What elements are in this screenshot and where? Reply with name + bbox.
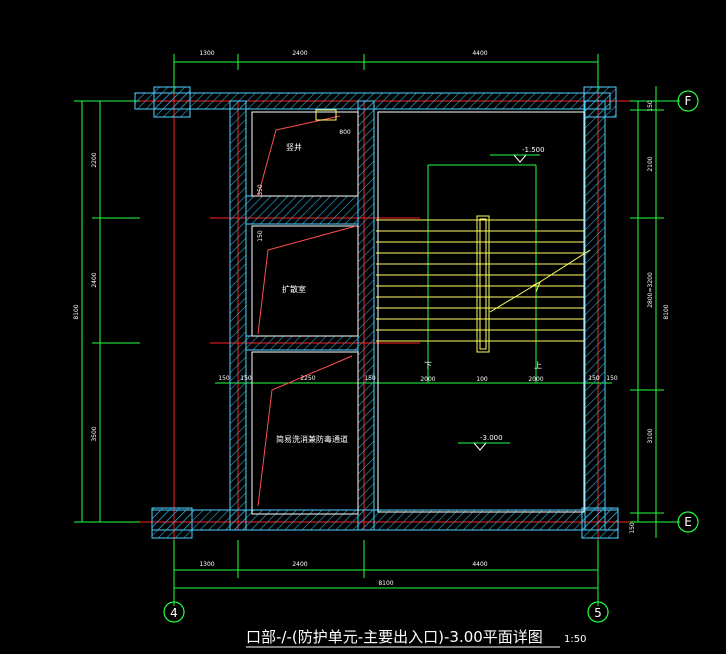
room-label-expansion: 扩散室	[282, 284, 306, 294]
drawing-title: 口部-/-(防护单元-主要出入口)-3.00平面详图	[246, 628, 543, 646]
axis-bubble-left	[163, 601, 185, 623]
axis-label-e: E	[684, 515, 692, 529]
level-upper: -1.500	[522, 146, 545, 154]
dim-mid-3: 2250	[300, 375, 315, 382]
dim-right-1: 150	[647, 100, 654, 112]
dim-right-3: 2800=3200	[647, 272, 654, 308]
dim-misc-150: 150	[257, 230, 264, 242]
drawing-scale: 1:50	[564, 634, 586, 645]
room-outlines	[251, 111, 585, 515]
shaft-opening	[315, 109, 337, 121]
dimension-lines	[74, 54, 680, 606]
dim-mid-4: 150	[364, 375, 376, 382]
axis-label-5: 5	[594, 606, 602, 620]
dim-mid-2: 150	[240, 375, 252, 382]
room-label-shaft: 竖井	[286, 142, 302, 152]
dim-left-total: 8100	[73, 304, 80, 319]
axis-bubble-right	[587, 601, 609, 623]
dim-left-1: 2200	[91, 152, 98, 167]
dim-top-2: 2400	[292, 50, 307, 57]
dim-left-3: 3500	[91, 426, 98, 441]
dim-bottom-total: 8100	[378, 580, 393, 587]
dim-stair-1: 2000	[420, 376, 435, 383]
stair-label-up: 上	[534, 361, 542, 370]
axis-label-f: F	[685, 94, 692, 108]
dim-right-2: 2100	[647, 156, 654, 171]
axis-bubble-bottom	[677, 511, 699, 533]
dim-right-5: 150	[629, 522, 636, 534]
dim-top-1: 1300	[199, 50, 214, 57]
walls	[134, 86, 619, 539]
dim-top-3: 4400	[472, 50, 487, 57]
dim-bottom-3: 4400	[472, 561, 487, 568]
elevation-markers	[473, 154, 527, 451]
dim-misc-350: 350	[257, 184, 264, 196]
dim-right-4: 3100	[647, 428, 654, 443]
axis-bubble-top	[677, 90, 699, 112]
dim-bottom-1: 1300	[199, 561, 214, 568]
dim-mid-5: 150	[588, 375, 600, 382]
dim-stair-2: 100	[476, 376, 488, 383]
dim-bottom-2: 2400	[292, 561, 307, 568]
axis-bubbles	[163, 90, 699, 623]
room-label-decon: 简易洗消兼防毒通道	[276, 434, 348, 444]
axis-label-4: 4	[170, 606, 178, 620]
stair-label-down: 下	[424, 361, 432, 370]
dim-shaft-width: 800	[339, 129, 351, 136]
opening-marks	[257, 115, 357, 507]
level-lower: -3.000	[480, 434, 503, 442]
dim-mid-1: 150	[218, 375, 230, 382]
dim-stair-3: 2000	[528, 376, 543, 383]
stair	[376, 215, 591, 353]
dim-right-total: 8100	[663, 304, 670, 319]
dim-left-2: 2400	[91, 272, 98, 287]
dim-mid-6: 150	[606, 375, 618, 382]
